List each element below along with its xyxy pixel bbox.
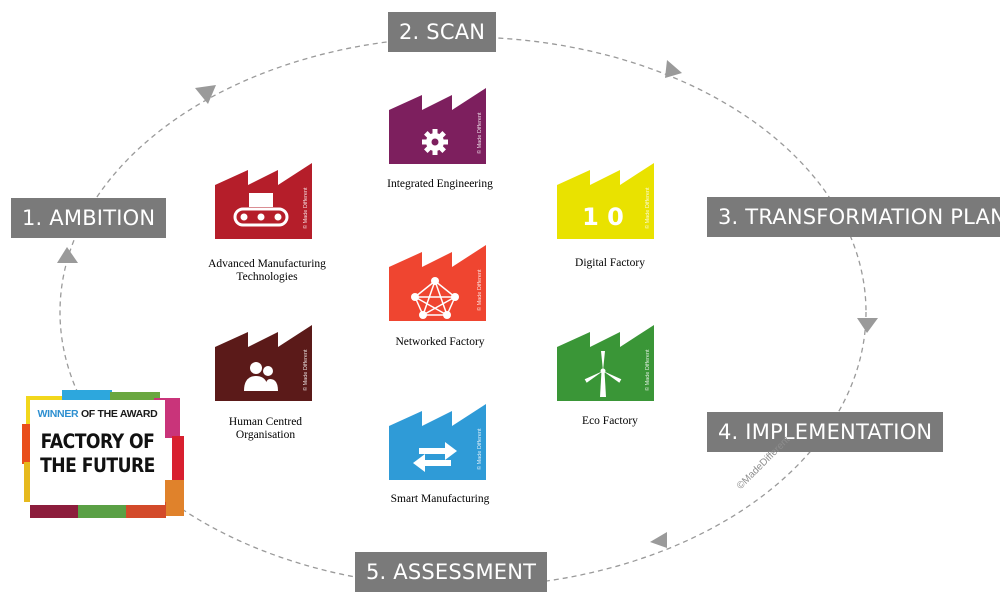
award-of-the-award-text: OF THE AWARD xyxy=(80,408,158,420)
network-nodes-icon xyxy=(411,277,459,319)
factory-digital-factory: © Made Different 1 0 xyxy=(557,163,654,239)
award-winner-line: WINNER OF THE AWARD xyxy=(30,408,165,420)
step-ambition: 1. AMBITION xyxy=(11,198,167,238)
factory-label-eco-factory: Eco Factory xyxy=(582,415,638,427)
factory-eco-factory: © Made Different xyxy=(557,325,654,401)
step-scan: 2. SCAN xyxy=(388,12,497,52)
factory-label-advanced-manufacturing: Advanced Manufacturing Technologies xyxy=(208,258,326,283)
factory-networked-factory: © Made Different xyxy=(389,245,486,321)
factory-shape xyxy=(557,163,654,239)
binary-digits-icon: 1 0 xyxy=(582,203,624,231)
factory-smart-manufacturing: © Made Different xyxy=(389,404,486,480)
factory-human-centred: © Made Different xyxy=(215,325,312,401)
conveyor-robot-icon xyxy=(233,193,289,227)
factory-advanced-manufacturing: © Made Different xyxy=(215,163,312,239)
step-assessment: 5. ASSESSMENT xyxy=(355,552,548,592)
cycle-arrow-top-right xyxy=(665,60,682,78)
exchange-arrows-icon xyxy=(413,442,457,472)
factory-label-integrated-engineering: Integrated Engineering xyxy=(387,178,493,190)
factory-label-networked-factory: Networked Factory xyxy=(395,336,485,348)
factory-label-smart-manufacturing: Smart Manufacturing xyxy=(390,493,490,505)
factories-group: © Made Different© Made Different© Made D… xyxy=(215,88,654,480)
factory-shape xyxy=(389,404,486,480)
factory-shape xyxy=(389,88,486,164)
factory-watermark: © Made Different xyxy=(302,349,309,391)
factory-integrated-engineering: © Made Different xyxy=(389,88,486,164)
step-implementation: 4. IMPLEMENTATION xyxy=(707,412,944,452)
factory-watermark: © Made Different xyxy=(644,187,651,229)
factory-watermark: © Made Different xyxy=(476,112,483,154)
factory-label-digital-factory: Digital Factory xyxy=(575,257,645,269)
award-winner-text: WINNER xyxy=(37,408,79,420)
cycle-arrow-left xyxy=(57,247,78,263)
factory-watermark: © Made Different xyxy=(476,269,483,311)
gear-icon xyxy=(422,129,448,155)
cycle-arrow-right xyxy=(857,318,878,333)
award-badge: WINNER OF THE AWARD FACTORY OF THE FUTUR… xyxy=(30,400,165,505)
award-title-line-2: THE FUTURE xyxy=(40,454,155,477)
svg-text:1 0: 1 0 xyxy=(582,203,624,231)
people-icon xyxy=(244,362,278,391)
factory-label-human-centred: Human Centred Organisation xyxy=(228,416,303,441)
factory-shape xyxy=(215,325,312,401)
factory-shape xyxy=(557,325,654,401)
step-transformation-plan: 3. TRANSFORMATION PLAN xyxy=(707,197,1000,237)
cycle-arrow-top-left xyxy=(195,85,216,104)
factory-watermark: © Made Different xyxy=(644,349,651,391)
award-title-line-1: FACTORY OF xyxy=(40,430,155,453)
factory-watermark: © Made Different xyxy=(302,187,309,229)
cycle-arrow-bottom-right xyxy=(650,532,667,548)
wind-turbine-icon xyxy=(584,351,622,397)
factory-watermark: © Made Different xyxy=(476,428,483,470)
